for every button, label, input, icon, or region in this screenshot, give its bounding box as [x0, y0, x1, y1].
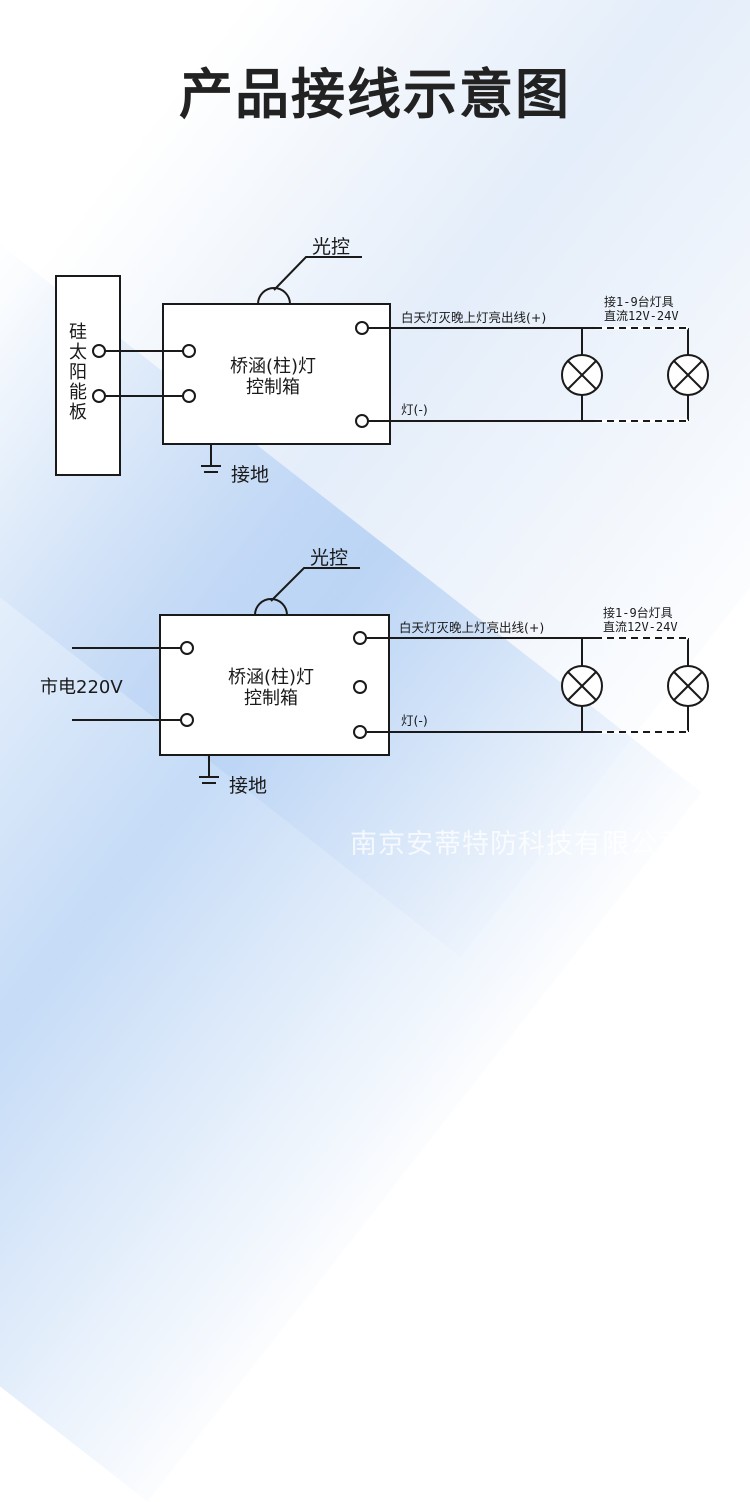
diagram-solar [55, 256, 689, 476]
lamp-icon [667, 665, 709, 707]
control-box-label-line2: 控制箱 [246, 377, 300, 398]
wiring-diagram: 硅 太 阳 能 板 光控 桥涵(柱)灯 控制箱 白天灯灭晚上灯亮出线(+) 灯(… [40, 236, 709, 797]
terminals-2 [180, 631, 367, 739]
control-box-1 [162, 303, 391, 445]
solar-panel-char: 太 [69, 342, 87, 363]
lamp-icon [667, 354, 709, 396]
mains-label: 市电220V [40, 677, 123, 698]
control-box-label-line1: 桥涵(柱)灯 [228, 667, 314, 688]
photocontrol-leader-1 [273, 256, 362, 291]
control-box-2 [159, 614, 390, 756]
terminals-1 [92, 321, 369, 428]
positive-line-label: 白天灯灭晚上灯亮出线(+) [399, 620, 544, 635]
solar-panel-char: 阳 [69, 362, 87, 383]
voltage-label: 直流12V-24V [603, 620, 678, 634]
photocontrol-label: 光控 [310, 547, 348, 569]
diagram-mains [72, 567, 689, 784]
negative-line-label: 灯(-) [401, 713, 428, 728]
ground-label: 接地 [231, 464, 269, 486]
lamp-count-label: 接1-9台灯具 [603, 605, 673, 620]
company-watermark: 南京安蒂特防科技有限公司 [350, 829, 686, 860]
control-box-label-line1: 桥涵(柱)灯 [230, 356, 316, 377]
photocontrol-sensor-1 [257, 287, 291, 305]
solar-panel-char: 能 [69, 382, 87, 403]
lamp-icon [561, 665, 603, 707]
lamp-count-label: 接1-9台灯具 [604, 294, 674, 309]
solar-panel-box [55, 275, 121, 476]
voltage-label: 直流12V-24V [604, 309, 679, 323]
photocontrol-label: 光控 [312, 236, 350, 258]
page-title: 产品接线示意图 [179, 63, 571, 126]
ground-label: 接地 [229, 775, 267, 797]
control-box-label-line2: 控制箱 [244, 688, 298, 709]
photocontrol-sensor-2 [254, 598, 288, 616]
lamp-icon [561, 354, 603, 396]
solar-panel-char: 板 [69, 402, 87, 423]
photocontrol-leader-2 [270, 567, 360, 602]
positive-line-label: 白天灯灭晚上灯亮出线(+) [401, 310, 546, 325]
negative-line-label: 灯(-) [401, 402, 428, 417]
solar-panel-char: 硅 [69, 322, 87, 343]
